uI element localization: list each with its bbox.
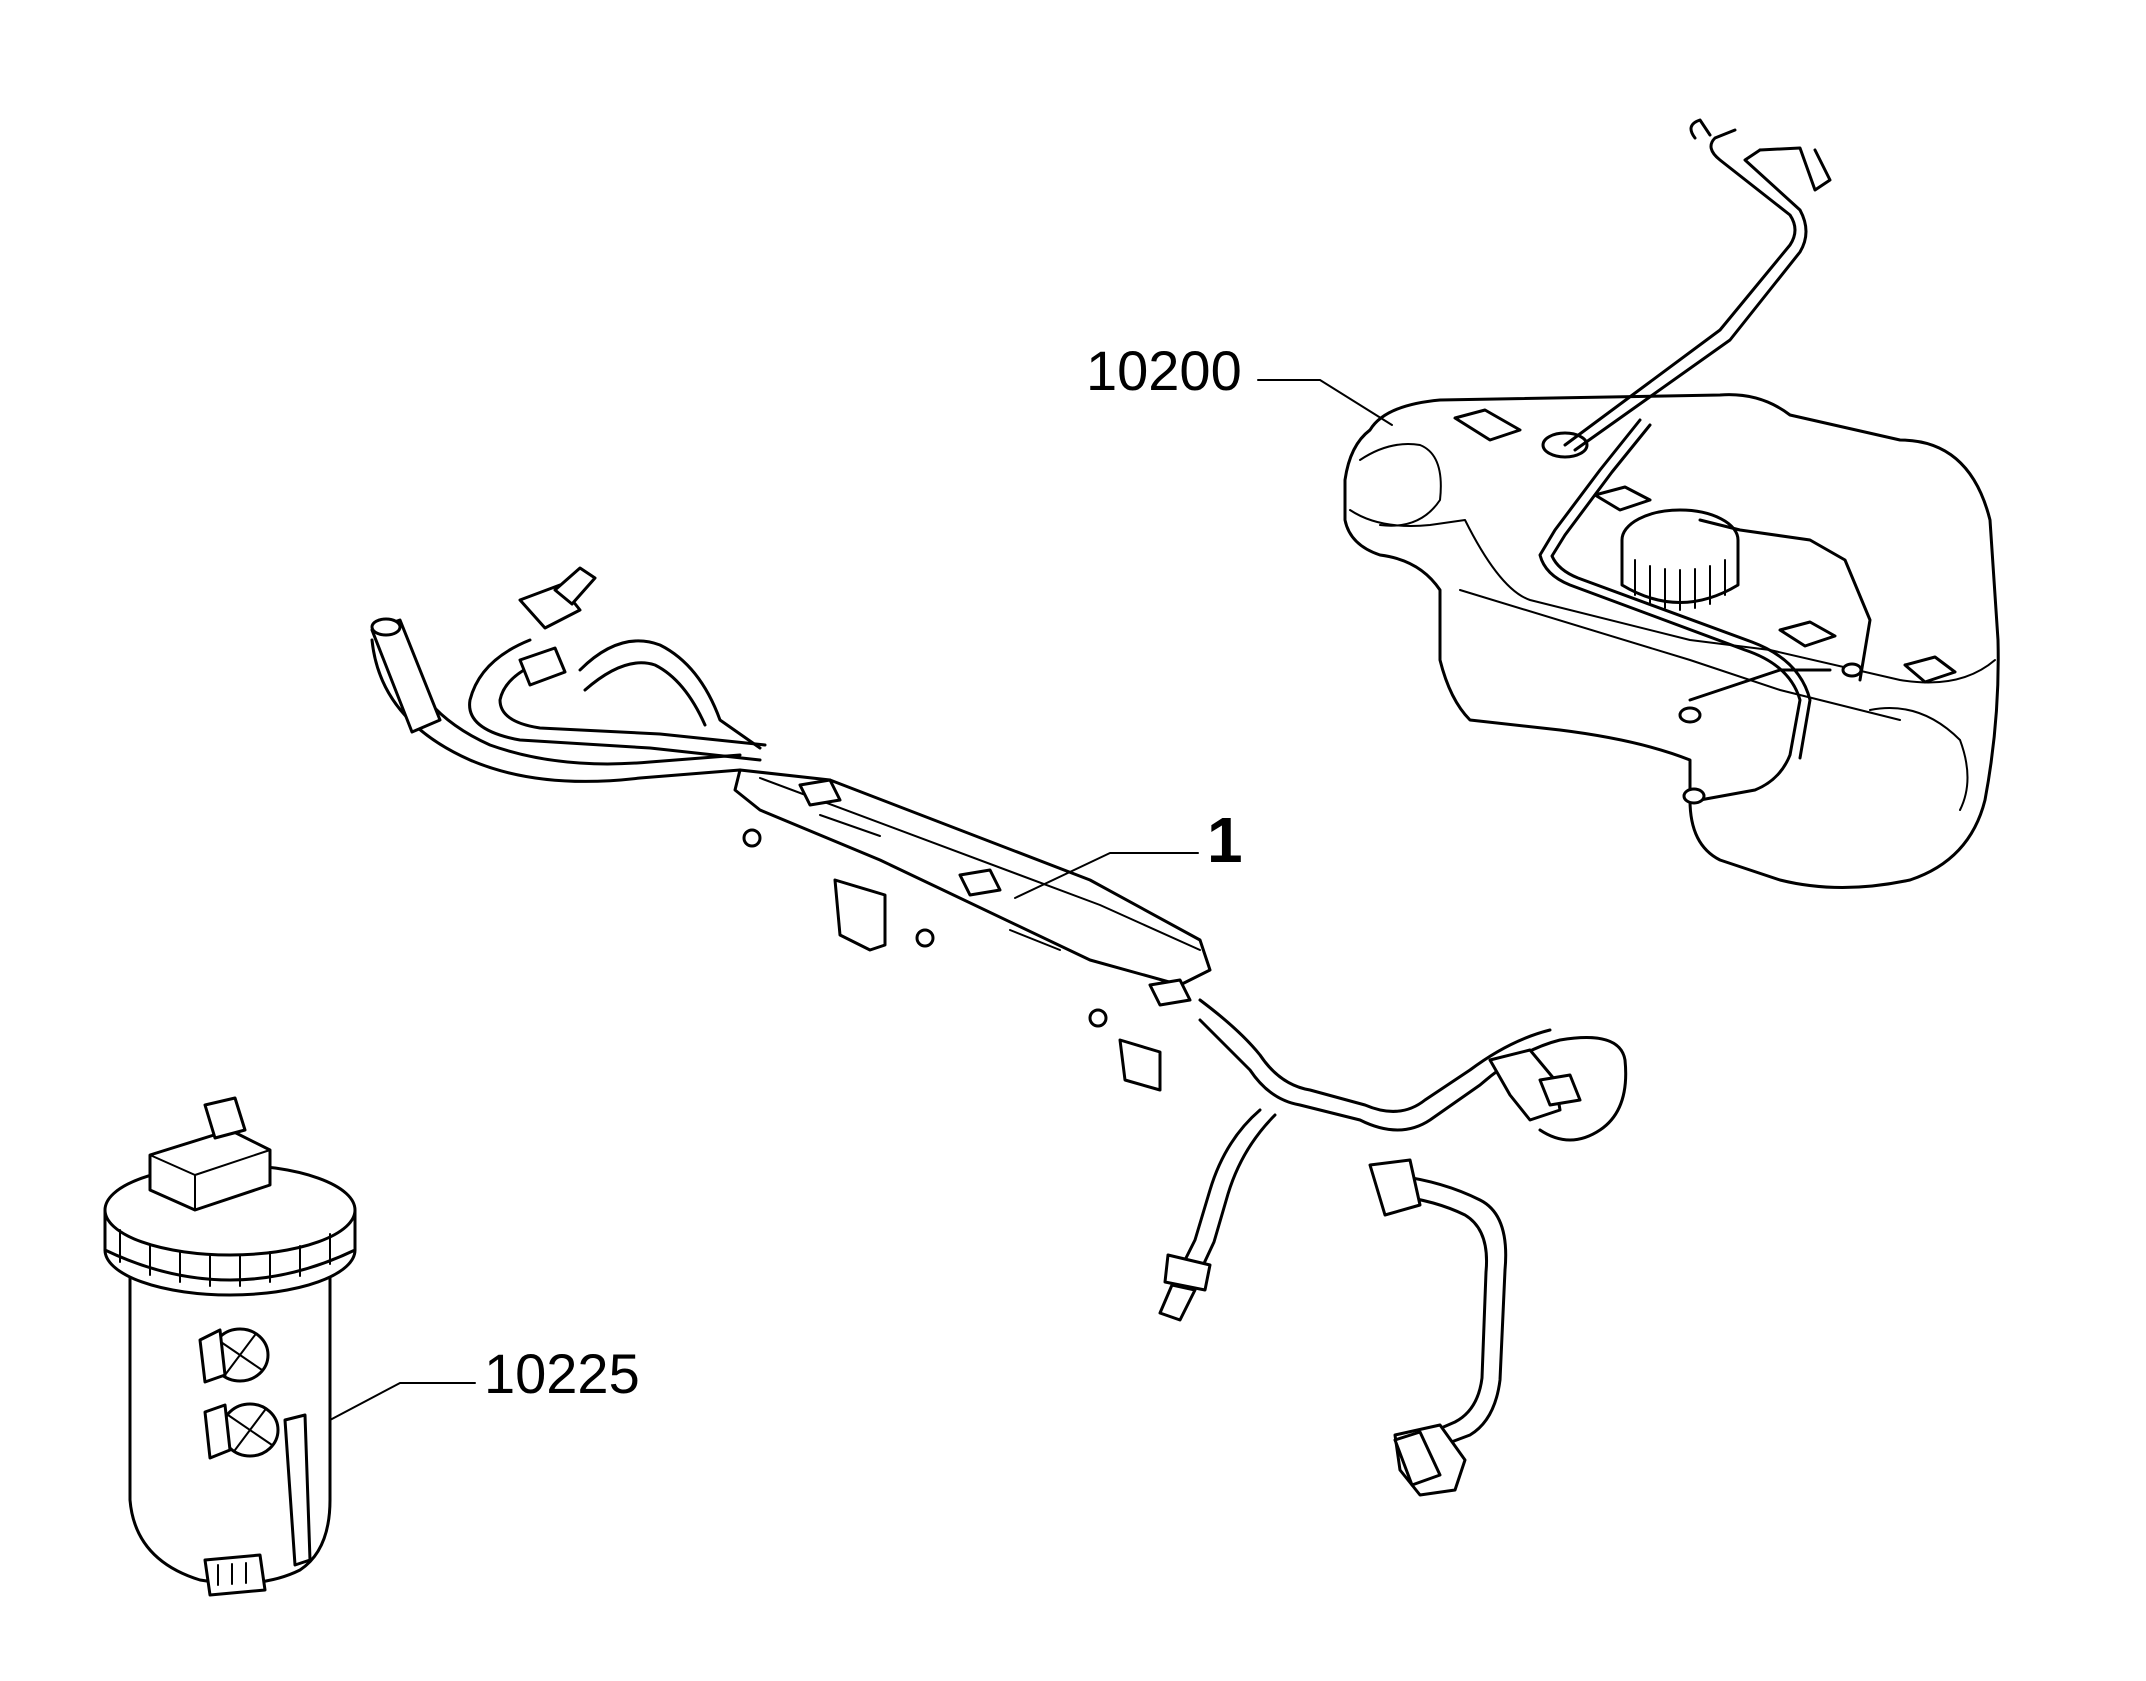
hose-upper-3 — [578, 639, 762, 750]
hose-left-cap — [370, 617, 402, 637]
tank-fuel-line-b — [1550, 423, 1812, 760]
hose-left-inner — [398, 638, 742, 766]
tank-pipe-end-2 — [1678, 706, 1702, 724]
tank-pad-2 — [1593, 485, 1652, 512]
filter-top-connector-face — [149, 1149, 271, 1211]
filter-port-stem-2 — [203, 1403, 232, 1460]
callout-10200: 10200 — [1086, 339, 1242, 402]
tank-vent-hook — [1689, 118, 1712, 140]
tank-fuel-line-d — [1688, 668, 1832, 702]
tank-fuel-line-a — [1538, 418, 1802, 802]
rail-slot-1 — [819, 814, 881, 837]
tank-pipe-end-1 — [1682, 787, 1706, 805]
tank-vent-pipe-2 — [1573, 148, 1808, 452]
hose-right-2 — [1198, 998, 1552, 1113]
filter-bottom-plug-pins — [217, 1562, 247, 1586]
tank-vent-pipe-3 — [1758, 146, 1832, 192]
tank-vent-pipe-1 — [1563, 128, 1797, 447]
tank-pad-3 — [1778, 620, 1837, 648]
callout-1: 1 — [1207, 804, 1243, 876]
leader-10225 — [329, 1382, 476, 1421]
connector-upper-b — [518, 646, 567, 687]
callout-10225: 10225 — [484, 1342, 640, 1405]
pump-module-ribs — [1634, 559, 1726, 611]
hose-left-outer — [370, 638, 742, 783]
rail-bolt-1 — [742, 828, 762, 848]
down-pipe-end — [1158, 1283, 1197, 1322]
connector-right-elbow — [1488, 1048, 1562, 1122]
filter-port-1-cross — [217, 1334, 263, 1376]
tank-left-dome — [1359, 443, 1442, 527]
rail-bolt-3 — [1088, 1008, 1108, 1028]
filter-bottom-plug — [203, 1553, 267, 1597]
tank-body — [1343, 393, 2000, 889]
tank-pipe-end-3 — [1841, 662, 1863, 678]
connector-upper-a-stem — [553, 566, 597, 606]
down-pipe-fitting — [1163, 1253, 1212, 1292]
filter-side-tube — [283, 1413, 312, 1567]
filter-port-2-cross — [227, 1409, 273, 1451]
lower-connector-tip — [1393, 1430, 1442, 1487]
tank-right-dome — [1869, 707, 1969, 811]
rail-slot-2 — [1009, 929, 1061, 951]
rail-clip-1 — [798, 778, 842, 807]
fuel-filter — [103, 1096, 357, 1597]
rail-top-line — [759, 777, 1201, 951]
hose-upper-4 — [583, 661, 707, 727]
rail-bolt-2 — [915, 928, 935, 948]
filter-port-stem-1 — [198, 1328, 227, 1384]
rail-bracket-1 — [833, 878, 887, 952]
leader-10200 — [1257, 379, 1393, 426]
down-pipe-inner — [1198, 1113, 1277, 1274]
fuel-tank — [1343, 118, 2000, 889]
leader-1 — [1014, 852, 1199, 899]
hose-left-end — [370, 618, 442, 734]
filter-top-nipple — [203, 1096, 247, 1140]
down-pipe-outer — [1178, 1108, 1262, 1272]
connector-right-elbow-tip — [1538, 1073, 1582, 1107]
rail-clip-3 — [1148, 978, 1192, 1007]
rail-clip-2 — [958, 868, 1002, 897]
lower-pipe-inner — [1383, 1193, 1489, 1437]
rail-bracket-2 — [1118, 1038, 1162, 1092]
fuel-pipe-assembly — [370, 566, 1628, 1497]
filter-lid-ribs — [119, 1229, 331, 1287]
tank-fuel-line-c — [1698, 518, 1872, 682]
hose-upper-1 — [468, 638, 762, 762]
tank-pad-1 — [1453, 408, 1522, 442]
branch-fitting — [1368, 1158, 1422, 1217]
tank-pad-4 — [1903, 655, 1957, 684]
tank-seam-lower — [1459, 589, 1901, 721]
lower-pipe-outer — [1388, 1173, 1508, 1452]
